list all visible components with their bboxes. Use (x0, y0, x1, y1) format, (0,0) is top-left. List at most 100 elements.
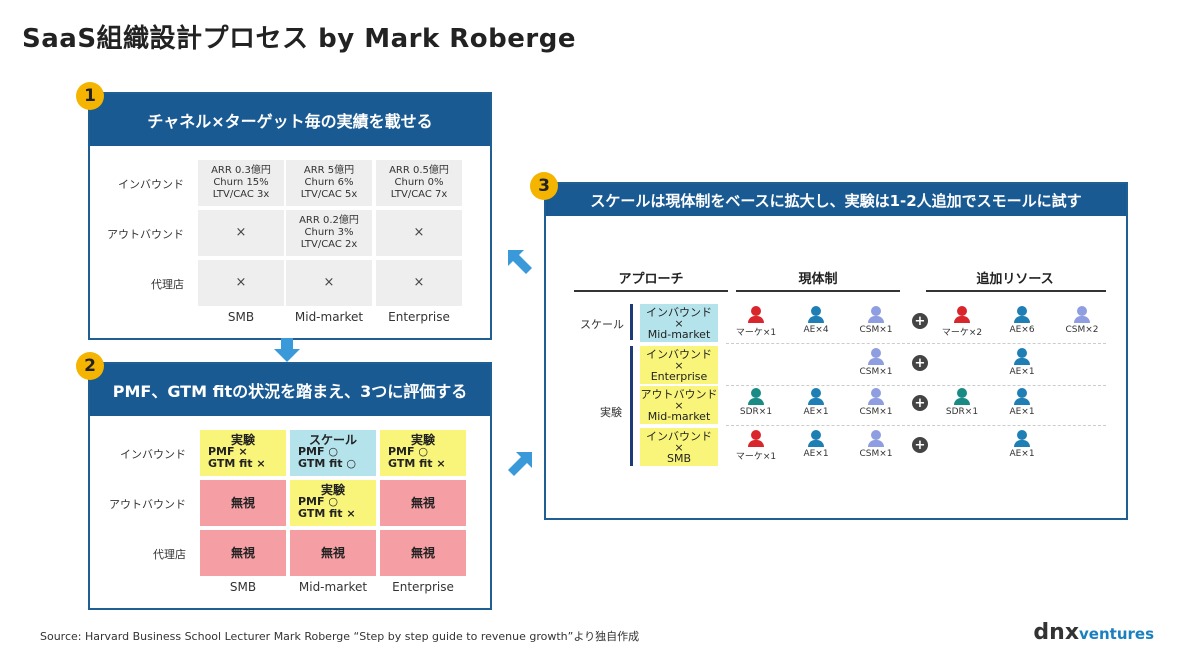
row-divider (726, 385, 1106, 386)
evaluation-cell: 無視 (380, 480, 466, 526)
approach-text: × (674, 358, 684, 372)
cell-text: LTV/CAC 3x (212, 189, 270, 200)
person-icon: SDR×1 (726, 388, 786, 417)
approach-text: × (674, 398, 684, 412)
person-head (871, 306, 881, 316)
person-label: SDR×1 (739, 407, 773, 417)
approach-box: アウトバウンド×Mid-market (640, 386, 718, 424)
cell-text: ARR 0.3億円 (211, 165, 271, 176)
metrics-cell: × (376, 210, 462, 256)
person-body (1014, 316, 1030, 323)
approach-text: SMB (666, 451, 692, 465)
person-head (1077, 306, 1087, 316)
cell-text: × (235, 275, 247, 290)
row-label-2: 代理店 (151, 278, 184, 291)
person-body (1074, 316, 1090, 323)
col-label-1: Mid-market (298, 580, 368, 594)
person-head (811, 306, 821, 316)
heading-approach: アプローチ (618, 272, 684, 287)
cell-text: × (413, 275, 425, 290)
col-label-0: SMB (227, 310, 255, 324)
person-icon: AE×4 (786, 306, 846, 335)
cell-line: PMF ○ (298, 445, 338, 458)
logo-part1: dnx (1033, 620, 1080, 645)
person-label: マーケ×1 (735, 452, 777, 462)
person-label: CSM×1 (859, 325, 893, 335)
person-label: SDR×1 (945, 407, 979, 417)
person-head (811, 430, 821, 440)
person-head (1017, 388, 1027, 398)
cell-text: Churn 3% (304, 227, 354, 238)
step-2-badge: 2 (76, 352, 104, 380)
approach-text: Mid-market (647, 327, 711, 341)
person-label: AE×1 (1009, 367, 1035, 377)
person-icon: CSM×1 (846, 348, 906, 377)
person-label: AE×1 (803, 407, 829, 417)
cell-text: Churn 0% (394, 177, 444, 188)
person-icon: AE×1 (786, 388, 846, 417)
cell-line: PMF ○ (298, 495, 338, 508)
person-body (808, 440, 824, 447)
row-label-0: インバウンド (118, 178, 184, 191)
cell-line: GTM fit ○ (298, 457, 356, 470)
cell-heading: 実験 (320, 483, 345, 497)
approach-text: Enterprise (650, 369, 708, 383)
person-label: AE×1 (1009, 407, 1035, 417)
cell-text: Churn 15% (213, 177, 269, 188)
cell-line: GTM fit × (298, 507, 356, 520)
person-head (1017, 306, 1027, 316)
approach-box: インバウンド×Mid-market (640, 304, 718, 342)
person-icon: AE×1 (786, 430, 846, 459)
col-label-2: Enterprise (392, 580, 454, 594)
approach-text: インバウンド (646, 305, 712, 319)
logo-part2: ventures (1079, 625, 1154, 643)
person-icon: SDR×1 (932, 388, 992, 417)
panel-resource-plan: スケールは現体制をベースに拡大し、実験は1-2人追加でスモールに試す アプローチ… (544, 182, 1128, 520)
panel3-header: スケールは現体制をベースに拡大し、実験は1-2人追加でスモールに試す (546, 184, 1126, 216)
person-head (1017, 430, 1027, 440)
approach-text: × (674, 440, 684, 454)
cell-text: LTV/CAC 7x (390, 189, 448, 200)
person-body (748, 440, 764, 447)
cell-text: ARR 5億円 (303, 165, 355, 176)
person-body (954, 398, 970, 405)
person-body (748, 316, 764, 323)
cell-text: LTV/CAC 5x (300, 189, 358, 200)
cell-text: LTV/CAC 2x (300, 239, 358, 250)
person-label: CSM×1 (859, 407, 893, 417)
row-divider (726, 343, 1106, 344)
dnx-ventures-logo: dnxventures (1033, 620, 1154, 645)
person-icon: AE×6 (992, 306, 1052, 335)
row-label-1: アウトバウンド (107, 228, 184, 241)
col-label-2: Enterprise (388, 310, 450, 324)
evaluation-cell: 無視 (290, 530, 376, 576)
person-body (1014, 440, 1030, 447)
panel2-header: PMF、GTM fitの状況を踏まえ、3つに評価する (90, 364, 490, 416)
arrow-up-right-icon (508, 452, 532, 476)
approach-box: インバウンド×SMB (640, 428, 718, 466)
cell-text: ARR 0.2億円 (299, 215, 359, 226)
row-divider (726, 425, 1106, 426)
metrics-cell: × (198, 260, 284, 306)
cell-text: × (323, 275, 335, 290)
approach-text: アウトバウンド (640, 387, 718, 401)
plus-icon: + (912, 437, 928, 453)
cell-line: GTM fit × (208, 457, 266, 470)
step-1-badge: 1 (76, 82, 104, 110)
person-body (748, 398, 764, 405)
plus-icon: + (912, 395, 928, 411)
evaluation-cell: 無視 (200, 480, 286, 526)
person-head (957, 388, 967, 398)
divider (574, 290, 728, 292)
plus-icon: + (912, 355, 928, 371)
person-icon: マーケ×2 (932, 306, 992, 338)
heading-current: 現体制 (798, 272, 838, 287)
person-body (868, 358, 884, 365)
